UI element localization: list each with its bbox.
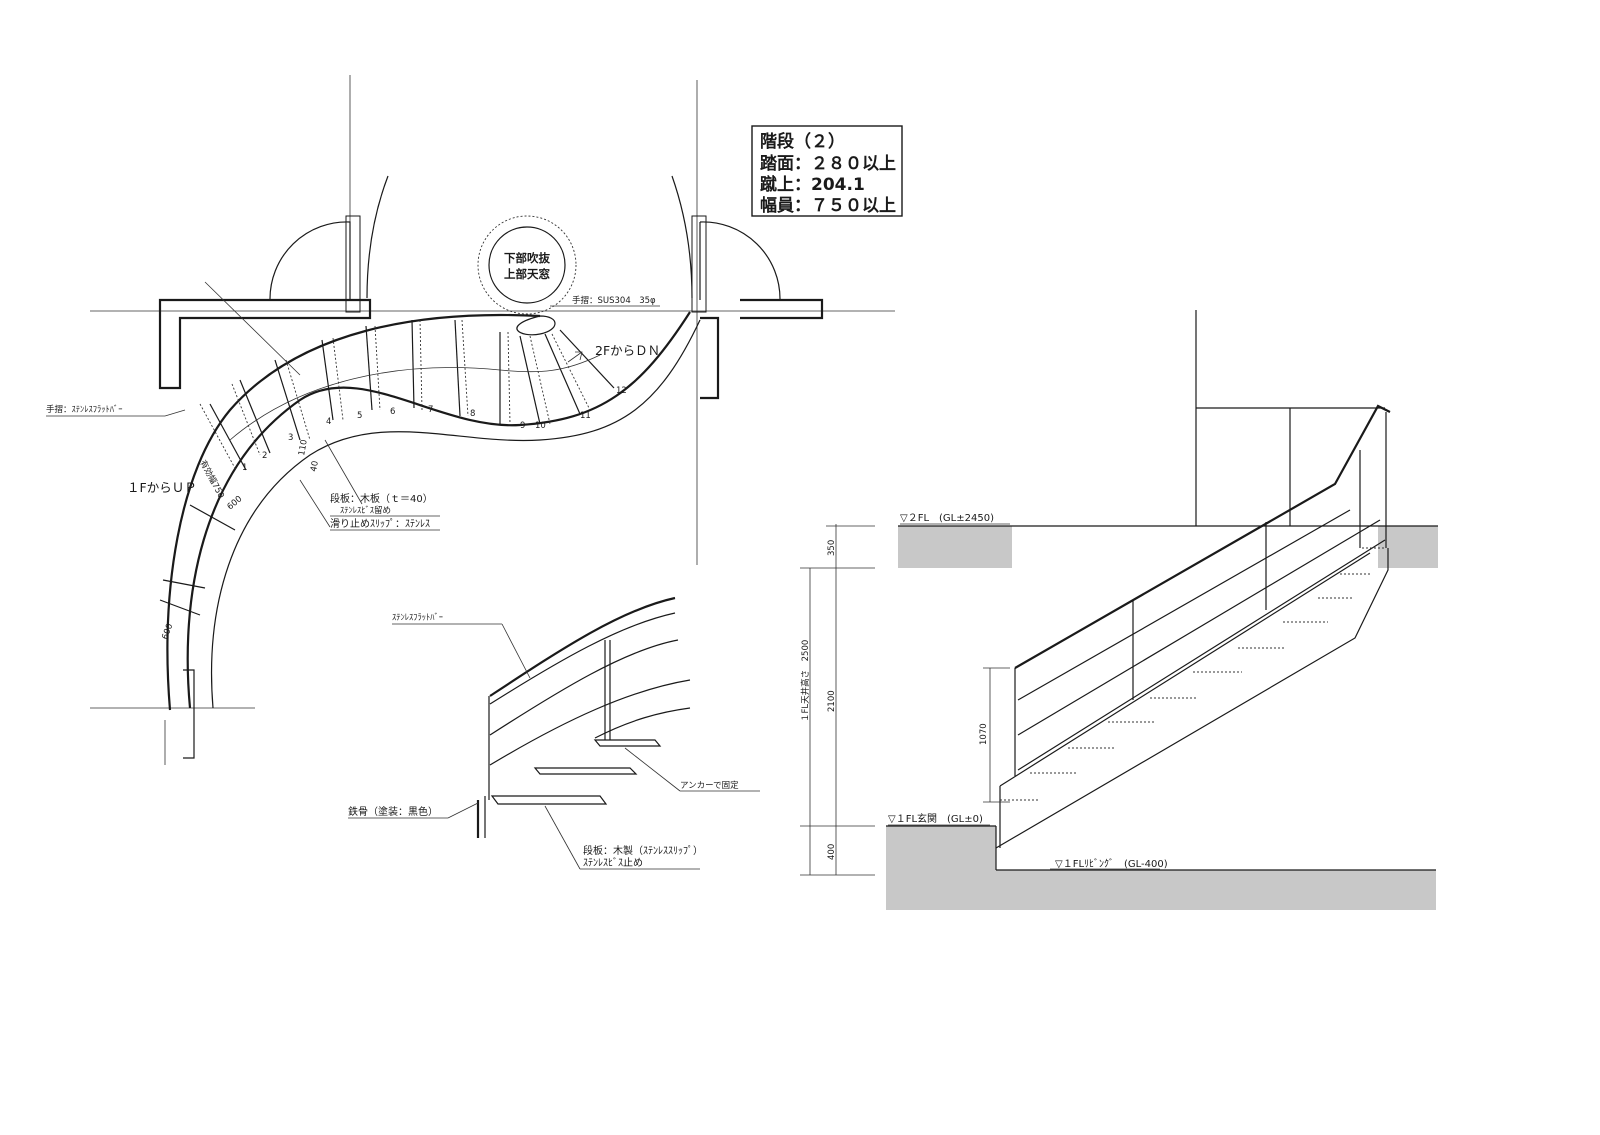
- flatbar-label: ｽﾃﾝﾚｽﾌﾗｯﾄﾊﾞｰ: [392, 613, 443, 623]
- step-number: 12: [616, 386, 627, 396]
- step-number: 5: [357, 411, 362, 421]
- tread-spec-label: 段板：木板（ｔ＝40）: [330, 492, 433, 505]
- down-label: 2FからＤＮ: [595, 343, 660, 358]
- dim-600b: 600: [160, 622, 175, 641]
- tread-screw-label: ｽﾃﾝﾚｽﾋﾞｽ留め: [340, 505, 391, 516]
- effective-width-label: 有効幅750: [197, 458, 226, 500]
- detail-screw-label: ｽﾃﾝﾚｽﾋﾞｽ止め: [583, 857, 643, 869]
- handrail-flat-label: 手摺：ｽﾃﾝﾚｽﾌﾗｯﾄﾊﾞｰ: [46, 404, 123, 415]
- spec-riser: 蹴上：204.1: [760, 174, 865, 195]
- step-number: 8: [470, 409, 475, 419]
- step-number: 4: [326, 417, 331, 427]
- step-number: 3: [288, 433, 293, 443]
- level-2fl: ▽２FL (GL±2450): [900, 513, 994, 524]
- ceiling-height-label: １FL天井高さ 2500: [800, 640, 811, 722]
- level-1fl-entrance: ▽１FL玄関 (GL±0): [888, 812, 983, 825]
- spec-width: 幅員：７５０以上: [760, 195, 896, 216]
- plan-steps: [159, 319, 615, 616]
- nonslip-label: 滑り止めｽﾘｯﾌﾟ：ｽﾃﾝﾚｽ: [330, 518, 430, 530]
- detail-tread-label: 段板：木製（ｽﾃﾝﾚｽｽﾘｯﾌﾟ）: [583, 844, 703, 857]
- step-number: 7: [428, 405, 433, 415]
- dim-350: 350: [827, 540, 837, 556]
- level-1fl-living: ▽１FLﾘﾋﾞﾝｸﾞ (GL-400): [1055, 858, 1168, 870]
- dim-40: 40: [309, 460, 321, 472]
- spec-title: 階段（２）: [760, 131, 845, 152]
- spec-box: 階段（２） 踏面：２８０以上 蹴上：204.1 幅員：７５０以上: [751, 125, 903, 217]
- dim-400: 400: [827, 844, 837, 860]
- step-number: 1: [242, 463, 247, 473]
- section-steps: [1000, 547, 1386, 801]
- step-number: 6: [390, 407, 395, 417]
- handrail-sus-label: 手摺：SUS304 35φ: [572, 295, 656, 306]
- step-number: 11: [580, 411, 591, 421]
- stair-section: ▽２FL (GL±2450) ▽１FL玄関 (GL±0) ▽１FLﾘﾋﾞﾝｸﾞ …: [800, 310, 1438, 910]
- dim-600a: 600: [226, 494, 245, 512]
- dim-110: 110: [297, 439, 310, 457]
- step-number: 10: [535, 421, 546, 431]
- step-number: 2: [262, 451, 267, 461]
- void-label-1: 下部吹抜: [504, 251, 550, 265]
- up-label: １FからＵＰ: [127, 480, 197, 495]
- stair-detail: ｽﾃﾝﾚｽﾌﾗｯﾄﾊﾞｰ アンカーで固定 鉄骨（塗装：黒色） 段板：木製（ｽﾃﾝ…: [348, 596, 760, 870]
- spec-tread: 踏面：２８０以上: [760, 154, 896, 174]
- step-numbers: 1 2 3 4 5 6 7 8 9 10 11 12: [242, 386, 627, 473]
- dim-1070: 1070: [979, 723, 989, 745]
- steel-label: 鉄骨（塗装：黒色）: [348, 805, 438, 818]
- anchor-label: アンカーで固定: [680, 780, 739, 791]
- dim-2100: 2100: [827, 690, 837, 712]
- void-label-2: 上部天窓: [504, 267, 550, 281]
- step-number: 9: [520, 421, 525, 431]
